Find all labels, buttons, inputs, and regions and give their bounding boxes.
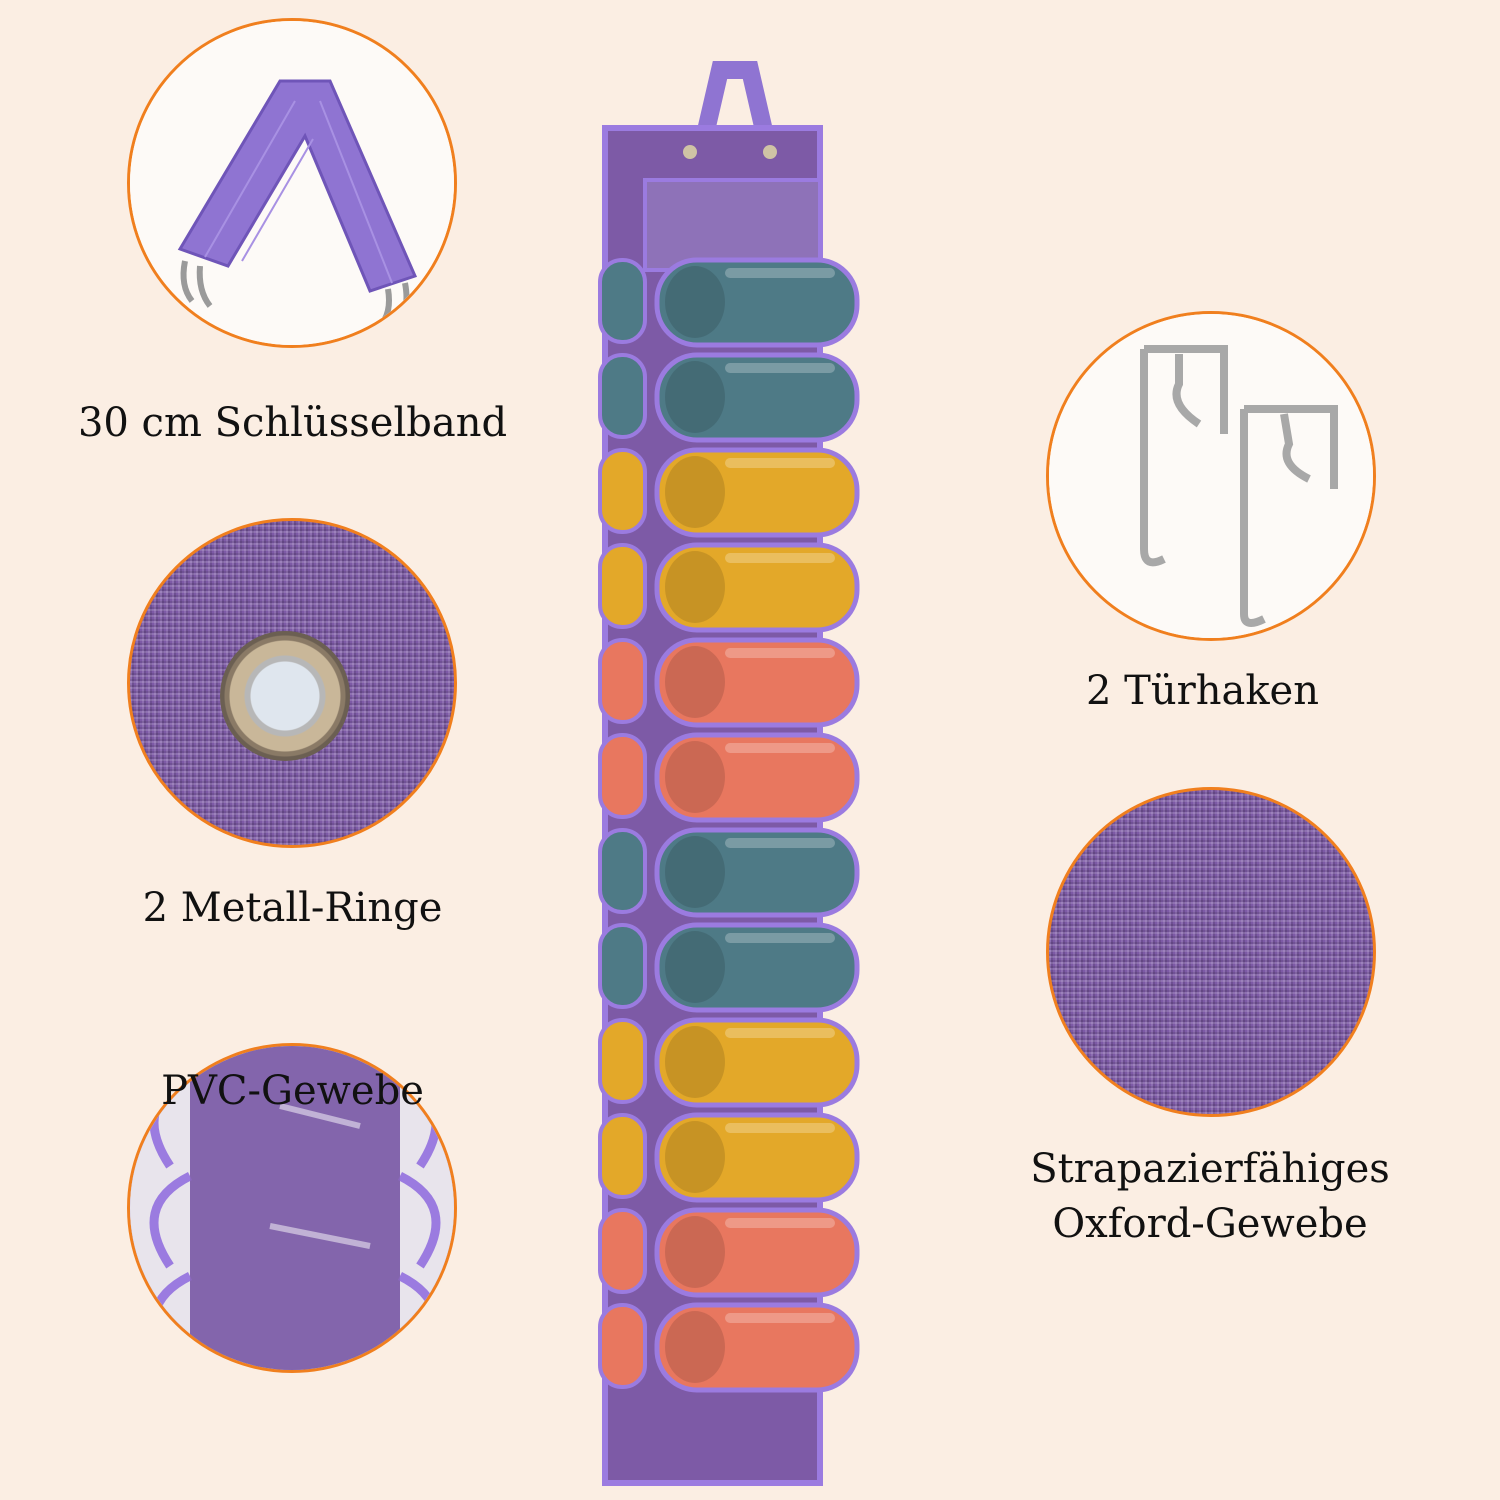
- pvc-shine: [725, 268, 835, 278]
- pvc-shine: [725, 1313, 835, 1323]
- hanging-loop: [696, 61, 774, 138]
- pvc-label: PVC-Gewebe: [161, 1068, 424, 1114]
- roll-end: [665, 1026, 725, 1098]
- left-pocket-roll: [598, 1113, 647, 1199]
- roll-end: [665, 646, 725, 718]
- hooks-detail-circle: [1046, 311, 1376, 641]
- metal-ring-icon: [220, 631, 350, 761]
- right-pocket-roll: [654, 922, 860, 1013]
- oxford-label-line2: Oxford-Gewebe: [1052, 1201, 1368, 1247]
- right-pocket-roll: [654, 1207, 860, 1298]
- right-pocket-roll: [654, 732, 860, 823]
- roll-end: [665, 1216, 725, 1288]
- right-pocket-roll: [654, 352, 860, 443]
- left-pocket-roll: [598, 543, 647, 629]
- right-pocket-roll: [654, 1112, 860, 1203]
- left-pocket-roll: [598, 733, 647, 819]
- strap-detail-circle: [127, 18, 457, 348]
- left-pocket-roll: [598, 828, 647, 914]
- roll-end: [665, 836, 725, 908]
- right-pocket-roll: [654, 257, 860, 348]
- pvc-shine: [725, 648, 835, 658]
- strap-icon: [130, 21, 454, 345]
- pvc-shine: [725, 933, 835, 943]
- pvc-shine: [725, 1028, 835, 1038]
- pvc-shine: [725, 553, 835, 563]
- left-pocket-roll: [598, 638, 647, 724]
- roll-end: [665, 741, 725, 813]
- right-pocket-roll: [654, 1302, 860, 1393]
- roll-end: [665, 456, 725, 528]
- right-pocket-roll: [654, 827, 860, 918]
- oxford-label-line1: Strapazierfähiges: [1030, 1146, 1390, 1192]
- hanging-organizer-product: [598, 61, 860, 1486]
- roll-end: [665, 1311, 725, 1383]
- left-pocket-roll: [598, 353, 647, 439]
- pvc-shine: [725, 838, 835, 848]
- left-pocket-roll: [598, 1303, 647, 1389]
- left-pocket-roll: [598, 1208, 647, 1294]
- grommet: [683, 145, 697, 159]
- pvc-shine: [725, 1123, 835, 1133]
- roll-end: [665, 1121, 725, 1193]
- grommet: [763, 145, 777, 159]
- oxford-detail-circle: [1046, 787, 1376, 1117]
- hooks-label: 2 Türhaken: [1085, 668, 1319, 714]
- pvc-shine: [725, 458, 835, 468]
- rings-label: 2 Metall-Ringe: [142, 885, 443, 931]
- door-hook-icon: [1049, 314, 1373, 638]
- top-clear-pocket: [643, 178, 822, 272]
- right-pocket-roll: [654, 637, 860, 728]
- pvc-shine: [725, 1218, 835, 1228]
- roll-end: [665, 266, 725, 338]
- pvc-shine: [725, 363, 835, 373]
- ring-detail-circle: [127, 518, 457, 848]
- pvc-shine: [725, 743, 835, 753]
- right-pocket-roll: [654, 447, 860, 538]
- left-pocket-roll: [598, 258, 647, 344]
- right-pocket-roll: [654, 1017, 860, 1108]
- left-pocket-roll: [598, 1018, 647, 1104]
- roll-end: [665, 551, 725, 623]
- roll-end: [665, 931, 725, 1003]
- right-pocket-roll: [654, 542, 860, 633]
- roll-end: [665, 361, 725, 433]
- left-pocket-roll: [598, 448, 647, 534]
- left-pocket-roll: [598, 923, 647, 1009]
- strap-label: 30 cm Schlüsselband: [77, 400, 508, 446]
